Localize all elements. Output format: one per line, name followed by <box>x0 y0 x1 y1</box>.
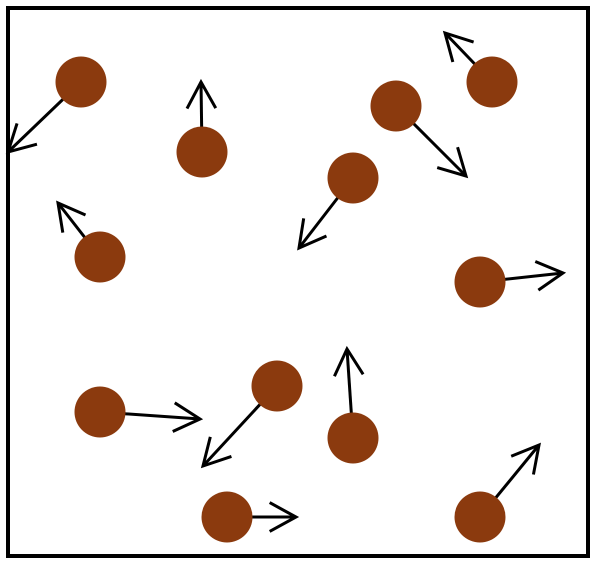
particle-circle <box>454 491 506 543</box>
particle-circle <box>176 126 228 178</box>
particle-circle <box>201 491 253 543</box>
particle-7 <box>454 256 567 308</box>
velocity-arrow-head <box>510 442 541 475</box>
velocity-arrow-head <box>5 122 38 155</box>
velocity-arrow-head <box>56 200 87 233</box>
particle-2 <box>176 78 228 178</box>
particle-circle <box>370 80 422 132</box>
particle-circle <box>466 56 518 108</box>
particle-4 <box>442 30 518 108</box>
velocity-arrow-head <box>297 218 328 251</box>
velocity-arrow-head <box>268 501 300 533</box>
velocity-arrow-head <box>185 78 218 110</box>
particle-3 <box>370 80 469 179</box>
particle-10 <box>327 345 379 464</box>
particle-circle <box>55 56 107 108</box>
particle-8 <box>74 386 204 438</box>
velocity-arrow-head <box>442 30 475 63</box>
particle-11 <box>201 491 300 543</box>
particle-1 <box>5 56 107 155</box>
particle-circle <box>251 360 303 412</box>
particle-circle <box>454 256 506 308</box>
velocity-arrow-head <box>200 436 232 469</box>
velocity-arrow-head <box>172 401 204 433</box>
particle-circle <box>74 386 126 438</box>
particle-circle <box>327 152 379 204</box>
velocity-arrow-head <box>534 260 567 292</box>
particles-group <box>5 30 567 543</box>
particle-circle <box>74 231 126 283</box>
particle-5 <box>297 152 379 251</box>
particle-6 <box>56 200 126 283</box>
particle-9 <box>200 360 303 469</box>
particle-12 <box>454 442 541 543</box>
velocity-arrow-head <box>333 345 365 377</box>
particle-circle <box>327 412 379 464</box>
velocity-arrow-head <box>436 146 469 179</box>
